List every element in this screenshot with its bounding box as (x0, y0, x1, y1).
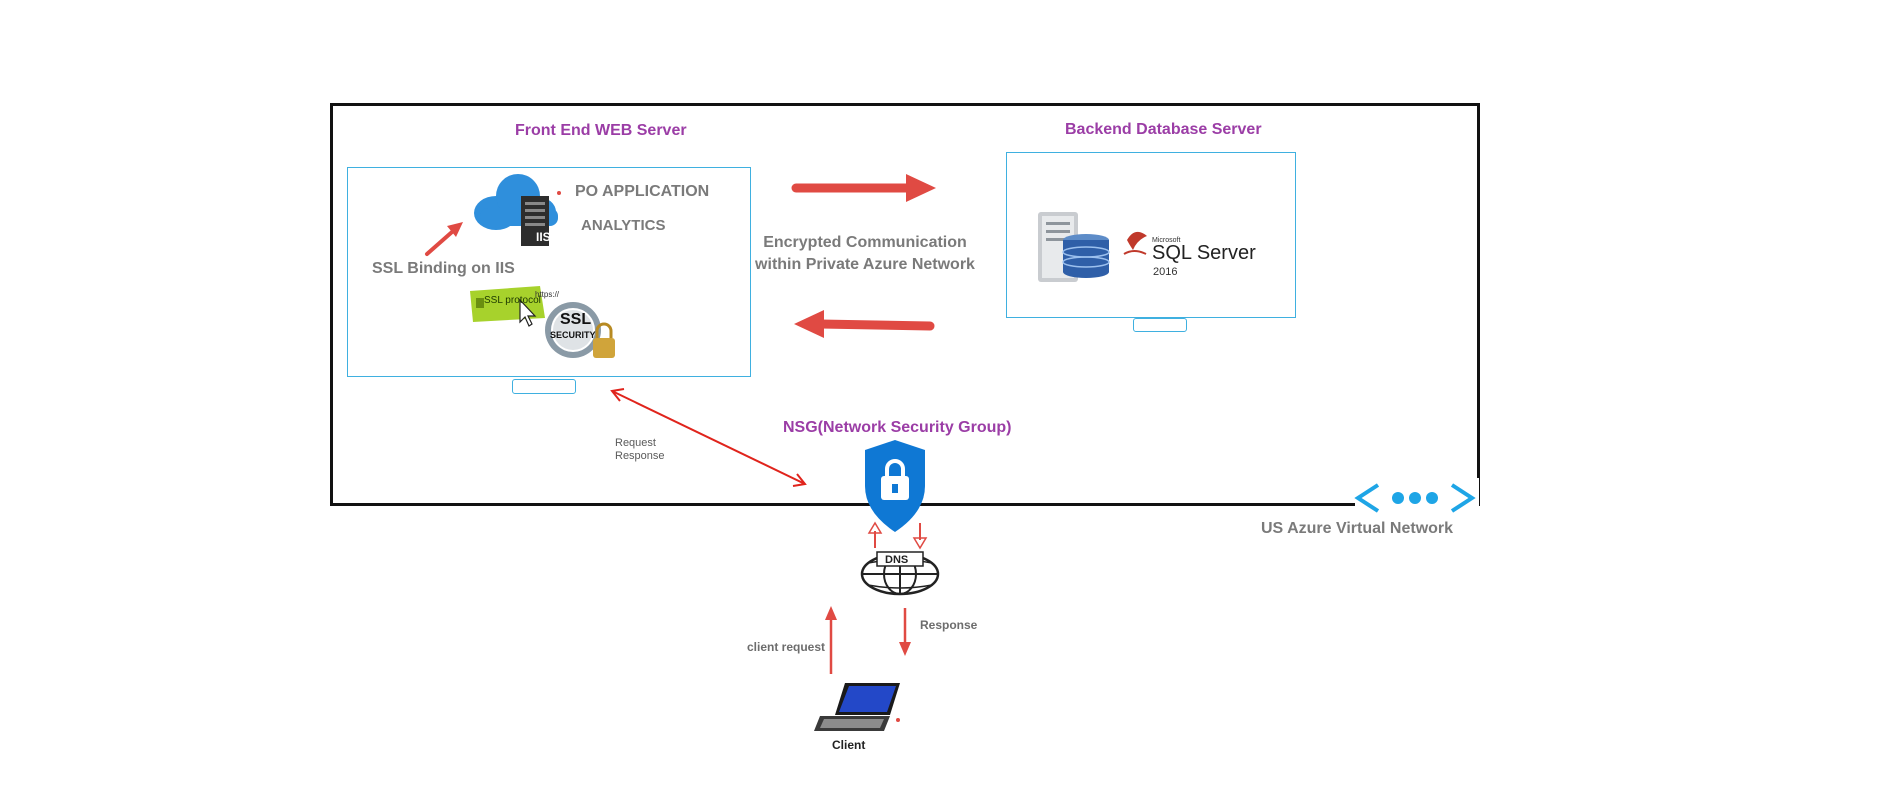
app-title-line2: ANALYTICS (581, 217, 666, 234)
encrypted-communication-label: Encrypted Communication within Private A… (755, 232, 975, 276)
encrypted-communication-line2: within Private Azure Network (755, 256, 975, 273)
client-laptop-icon (814, 683, 900, 731)
dns-label: DNS (885, 554, 908, 566)
shield-dns-up-arrow (867, 521, 883, 548)
client-request-label: client request (747, 640, 826, 654)
request-response-label: Request Response (615, 437, 665, 463)
front-end-vm-tab (512, 379, 576, 394)
ssl-binding-label: SSL Binding on IIS (372, 260, 515, 277)
request-label: Request (615, 437, 656, 449)
nsg-title: NSG(Network Security Group) (783, 419, 1012, 436)
client-request-arrow (825, 606, 837, 674)
client-response-label: Response (920, 618, 978, 632)
backend-vm-tab (1133, 318, 1187, 332)
client-response-arrow (899, 608, 911, 656)
app-title-line1: PO APPLICATION (575, 183, 710, 200)
shield-dns-down-arrow (912, 523, 928, 550)
backend-panel (1006, 152, 1296, 318)
virtual-network-label: US Azure Virtual Network (1261, 520, 1454, 537)
front-end-title: Front End WEB Server (515, 122, 687, 139)
backend-title: Backend Database Server (1065, 121, 1262, 138)
encrypted-communication-line1: Encrypted Communication (763, 234, 967, 251)
dns-globe-icon (860, 551, 940, 596)
response-label: Response (615, 450, 665, 462)
client-label: Client (832, 738, 866, 752)
